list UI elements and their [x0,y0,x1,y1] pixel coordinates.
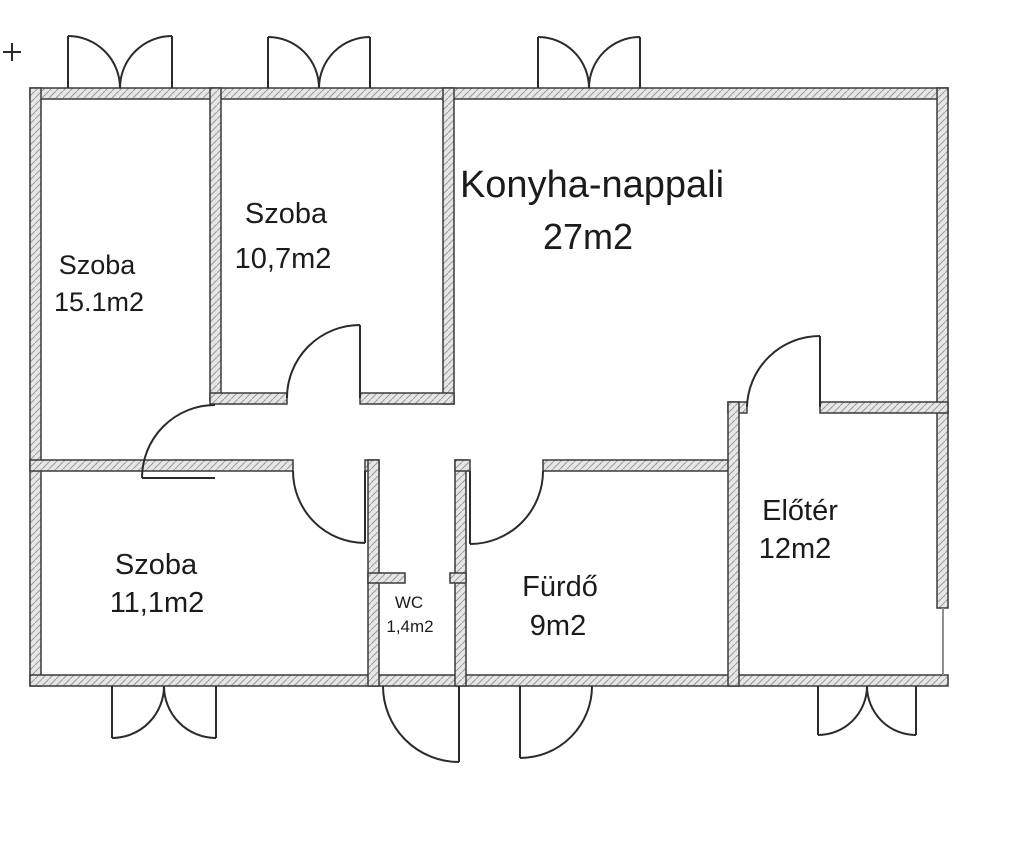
wall-wc-top-b [449,572,467,584]
wall-left [29,87,42,687]
room-area: 12m2 [759,533,832,565]
room-name: Szoba [115,549,198,581]
window-top-szoba15 [67,35,173,89]
wall-szoba10-konyha [442,87,455,405]
room-label-szoba10: Szoba 10,7m2 [235,198,332,275]
door-arc [746,335,821,408]
wall-furdo-eloter [727,401,740,687]
door-furdo [469,470,544,545]
door-szoba11 [292,470,366,544]
door-exterior-wc [382,685,460,763]
room-area: 9m2 [530,610,586,642]
door-arc [469,470,544,545]
room-area: 1,4m2 [386,617,433,636]
wall-szoba11-top [29,459,294,472]
room-label-szoba11: Szoba 11,1m2 [110,549,205,619]
room-labels: Szoba 15.1m2 Szoba 10,7m2 Konyha-nappali… [54,164,838,642]
wall-right [936,87,949,609]
wall-furdo-top-a [454,459,471,472]
interior-walls [29,87,949,687]
door-arc [286,324,361,399]
room-area: 11,1m2 [110,587,205,619]
door-arc [519,685,593,759]
wall-furdo-top-b [542,459,740,472]
door-exterior-furdo [519,685,593,759]
door-arc [382,685,460,763]
wall-wc-top-a [367,572,406,584]
wall-top [29,87,949,100]
room-name: Előtér [762,495,838,527]
door-arc [141,404,216,479]
door-szoba10 [286,324,361,399]
room-name: Konyha-nappali [460,164,724,206]
room-name: Szoba [245,198,328,230]
room-name: Szoba [59,250,137,280]
room-area: 27m2 [543,216,633,257]
window-top-konyha [537,36,641,89]
room-area: 10,7m2 [235,243,332,275]
room-name: Fürdő [522,571,598,603]
window-bottom-szoba11 [111,685,217,739]
room-label-eloter: Előtér 12m2 [759,495,838,565]
window-bottom-eloter [817,685,917,736]
door-arc [292,470,366,544]
wall-szoba10-bottom-b [359,392,455,405]
wall-bottom [29,674,949,687]
exterior-walls [29,87,949,687]
room-label-wc: WC 1,4m2 [386,593,433,636]
doors [141,324,821,763]
room-label-furdo: Fürdő 9m2 [522,571,598,642]
room-name: WC [395,593,423,612]
wall-szoba10-bottom-a [209,392,288,405]
windows [67,35,917,739]
room-label-szoba15: Szoba 15.1m2 [54,250,144,317]
door-szoba15 [141,404,216,479]
door-eloter [746,335,821,408]
wall-eloter-top-b [819,401,949,414]
crosshair-icon [3,43,21,61]
room-area: 15.1m2 [54,287,144,317]
room-label-konyha-nappali: Konyha-nappali 27m2 [460,164,724,257]
window-top-szoba10 [267,36,371,89]
wall-szoba15-szoba10 [209,87,222,402]
